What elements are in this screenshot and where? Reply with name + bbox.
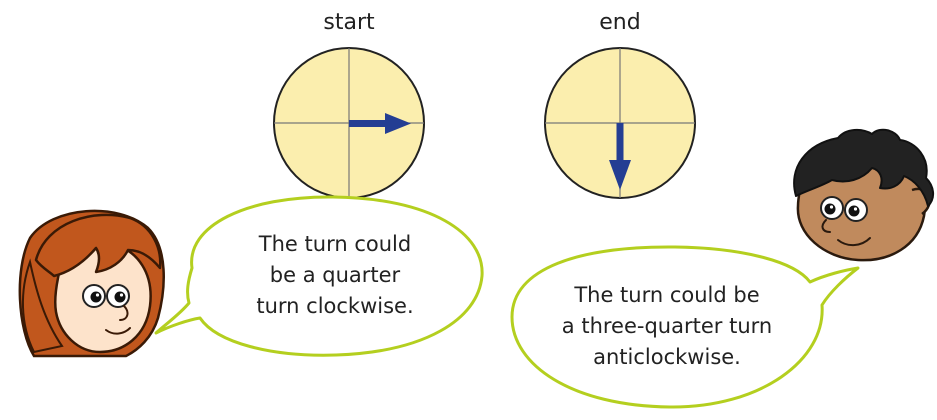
girl-speech-line-1: The turn could bbox=[258, 232, 412, 256]
boy-speech-line-3: anticlockwise. bbox=[593, 345, 741, 369]
start-arrow-icon bbox=[349, 113, 411, 134]
boy-speech-line-2: a three-quarter turn bbox=[561, 314, 773, 338]
girl-speech-text: The turn could be a quarter turn clockwi… bbox=[222, 229, 448, 322]
start-dial bbox=[273, 47, 425, 199]
boy-speech-line-1: The turn could be bbox=[574, 283, 760, 307]
girl-speech-bubble bbox=[154, 195, 484, 357]
girl-face-icon bbox=[18, 209, 165, 358]
boy-speech-bubble bbox=[510, 245, 860, 409]
girl-speech-line-3: turn clockwise. bbox=[256, 294, 414, 318]
start-label: start bbox=[323, 10, 375, 35]
boy-face-icon bbox=[793, 128, 934, 262]
end-arrow-icon bbox=[609, 123, 631, 190]
girl-speech-line-2: be a quarter bbox=[269, 263, 401, 287]
boy-speech-text: The turn could be a three-quarter turn a… bbox=[522, 280, 812, 373]
end-dial bbox=[544, 47, 696, 199]
end-label: end bbox=[599, 10, 641, 35]
